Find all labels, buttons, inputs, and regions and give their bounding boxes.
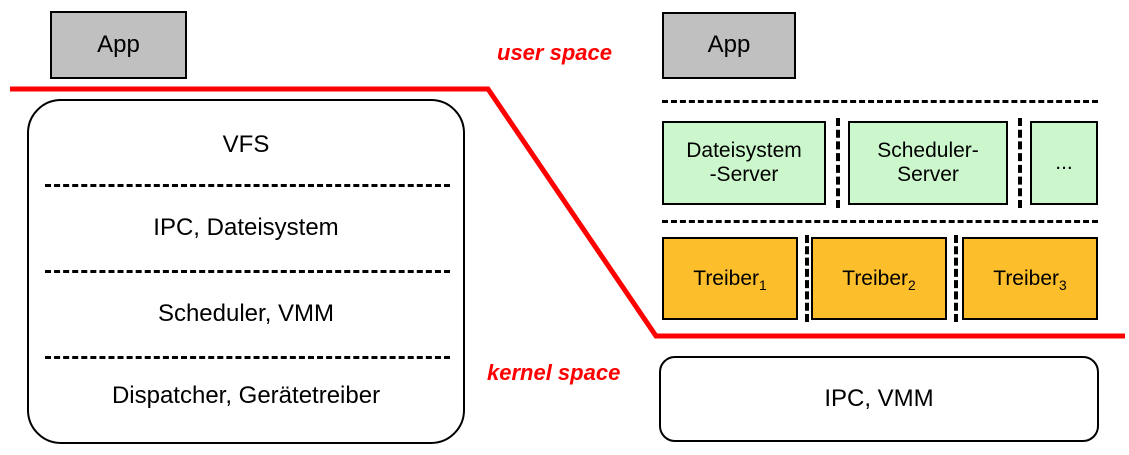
server-row-top-divider bbox=[662, 100, 1098, 103]
driver-box-3-label: Treiber3 bbox=[993, 266, 1067, 293]
server-divider-1 bbox=[836, 118, 840, 208]
server-row-bottom-divider bbox=[662, 220, 1098, 223]
user-space-label: user space bbox=[497, 40, 612, 65]
server-label-line2: Server bbox=[897, 163, 959, 186]
microkernel-label: IPC, VMM bbox=[824, 384, 934, 412]
server-box-filesystem-label: Dateisystem -Server bbox=[686, 139, 802, 186]
server-label-line1: Scheduler- bbox=[877, 139, 979, 163]
driver-box-2-label: Treiber2 bbox=[842, 266, 916, 293]
kernel-layer-ipc-fs: IPC, Dateisystem bbox=[27, 185, 465, 270]
driver-index: 1 bbox=[759, 276, 767, 293]
kernel-layer-ipc-fs-label: IPC, Dateisystem bbox=[153, 213, 339, 241]
left-app-box: App bbox=[50, 11, 187, 79]
left-app-label: App bbox=[97, 30, 140, 58]
driver-divider-2 bbox=[954, 235, 958, 322]
server-box-more: ... bbox=[1030, 121, 1098, 205]
server-box-more-label: ... bbox=[1055, 151, 1073, 175]
driver-box-1-label: Treiber1 bbox=[693, 266, 767, 293]
kernel-layer-vfs-label: VFS bbox=[222, 130, 270, 158]
microkernel-box: IPC, VMM bbox=[659, 356, 1099, 442]
driver-index: 3 bbox=[1059, 276, 1067, 293]
server-label-line1: Dateisystem bbox=[686, 139, 802, 163]
driver-name: Treiber bbox=[993, 266, 1060, 290]
driver-index: 2 bbox=[908, 276, 916, 293]
kernel-layer-scheduler-vmm: Scheduler, VMM bbox=[27, 271, 465, 356]
server-box-scheduler-label: Scheduler- Server bbox=[877, 139, 979, 186]
right-app-box: App bbox=[662, 12, 796, 79]
driver-box-3: Treiber3 bbox=[962, 237, 1098, 320]
server-divider-2 bbox=[1018, 118, 1022, 208]
driver-name: Treiber bbox=[842, 266, 909, 290]
kernel-space-label: kernel space bbox=[487, 360, 621, 385]
kernel-divider-3 bbox=[45, 356, 450, 359]
driver-name: Treiber bbox=[693, 266, 760, 290]
kernel-layer-vfs: VFS bbox=[27, 105, 465, 184]
driver-box-1: Treiber1 bbox=[662, 237, 798, 320]
server-label-line2: -Server bbox=[709, 163, 779, 186]
kernel-layer-scheduler-vmm-label: Scheduler, VMM bbox=[157, 299, 335, 327]
driver-divider-1 bbox=[805, 235, 809, 322]
driver-box-2: Treiber2 bbox=[811, 237, 947, 320]
kernel-layer-dispatcher-drivers-label: Dispatcher, Gerätetreiber bbox=[111, 382, 381, 409]
right-app-label: App bbox=[707, 31, 751, 59]
server-box-filesystem: Dateisystem -Server bbox=[662, 121, 826, 205]
server-box-scheduler: Scheduler- Server bbox=[848, 121, 1008, 205]
kernel-layer-dispatcher-drivers: Dispatcher, Gerätetreiber bbox=[27, 357, 465, 435]
